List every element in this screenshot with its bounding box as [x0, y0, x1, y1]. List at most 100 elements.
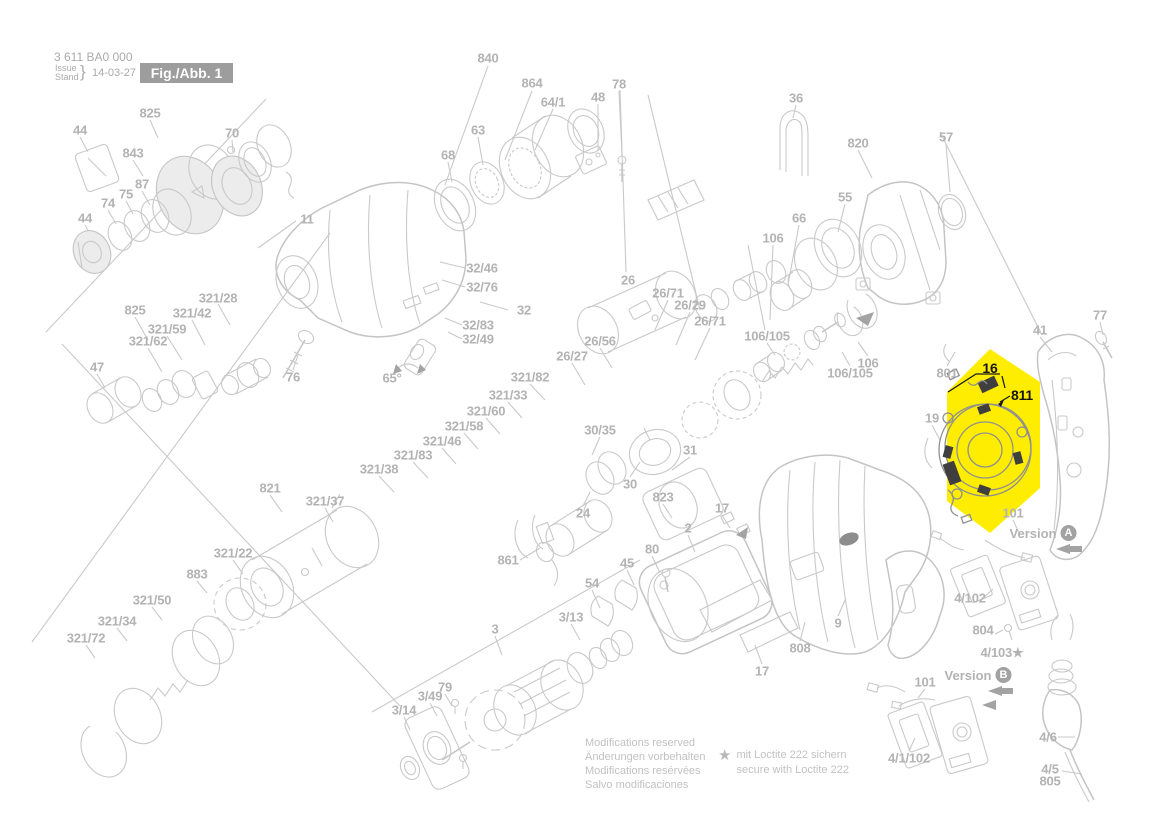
- part-label-811: 811: [1011, 387, 1033, 403]
- part-label-66: 66: [791, 210, 807, 226]
- part-label-74: 74: [100, 195, 116, 211]
- part-label-823: 823: [652, 489, 674, 505]
- part-label-54: 54: [584, 575, 600, 591]
- issue-brace: }: [80, 62, 86, 81]
- version-letter-circle: B: [995, 667, 1012, 683]
- part-label-26: 26: [620, 272, 636, 288]
- part-label-808: 808: [789, 640, 811, 656]
- part-label-825: 825: [139, 105, 161, 121]
- part-label-101: 101: [914, 674, 936, 690]
- part-label-26-56: 26/56: [584, 333, 616, 349]
- part-label-321-37: 321/37: [305, 493, 345, 509]
- part-label-321-83: 321/83: [393, 447, 433, 463]
- part-label-45: 45: [619, 555, 635, 571]
- part-label-840: 840: [477, 50, 499, 66]
- star-icon: ★: [718, 747, 732, 764]
- handle-cover: [1036, 330, 1113, 561]
- part-label-70: 70: [224, 125, 240, 141]
- document-number: 3 611 BA0 000: [54, 50, 133, 64]
- part-label-41: 41: [1032, 322, 1048, 338]
- chuck-parts: [72, 124, 295, 274]
- part-label-825: 825: [124, 302, 146, 318]
- part-label-3-13: 3/13: [558, 609, 584, 625]
- part-label-321-59: 321/59: [147, 321, 187, 337]
- part-label-44: 44: [77, 210, 93, 226]
- part-label-101: 101: [1002, 505, 1024, 521]
- part-label-805: 805: [1039, 773, 1061, 789]
- part-label-106: 106: [857, 355, 879, 371]
- brush-plate-assembly: [924, 343, 1034, 563]
- version-label: Version: [944, 667, 992, 683]
- part-label-32: 32: [516, 302, 532, 318]
- motor-housing: [699, 454, 945, 660]
- part-label-321-58: 321/58: [444, 418, 484, 434]
- crank-striker-cluster: [514, 427, 724, 587]
- part-label-68: 68: [440, 147, 456, 163]
- part-label-57: 57: [938, 129, 954, 145]
- part-label-30: 30: [622, 476, 638, 492]
- part-label-4-1-102: 4/1/102: [888, 750, 930, 766]
- part-label-321-50: 321/50: [132, 592, 172, 608]
- part-label-44: 44: [72, 122, 88, 138]
- highlight-region: [947, 349, 1040, 533]
- part-label-63: 63: [470, 122, 486, 138]
- part-label-843: 843: [122, 145, 144, 161]
- part-label-321-34: 321/34: [97, 613, 137, 629]
- part-label-30-35: 30/35: [584, 422, 616, 438]
- part-label-87: 87: [134, 176, 150, 192]
- part-label-861: 861: [497, 552, 519, 568]
- part-label-3-14: 3/14: [391, 702, 417, 718]
- part-label-55: 55: [837, 189, 853, 205]
- cable-assembly: [1042, 613, 1095, 803]
- part-label-65-: 65°: [382, 370, 402, 386]
- part-label-32-46: 32/46: [466, 260, 498, 276]
- part-label-79: 79: [437, 679, 453, 695]
- part-label-804: 804: [972, 622, 994, 638]
- part-label-26-29: 26/29: [674, 297, 706, 313]
- part-label-820: 820: [847, 135, 869, 151]
- part-label-16: 16: [982, 360, 998, 376]
- part-label-75: 75: [118, 186, 134, 202]
- part-label-106-105: 106/105: [827, 365, 873, 381]
- striker-pin-parts: [86, 357, 272, 424]
- spindle-bearing-cluster: [433, 108, 705, 232]
- part-label-77: 77: [1092, 307, 1108, 323]
- part-label-321-22: 321/22: [213, 545, 253, 561]
- part-label-24: 24: [575, 505, 591, 521]
- part-label-864: 864: [521, 75, 543, 91]
- hammer-barrel-cluster: [80, 493, 380, 778]
- part-label-19: 19: [924, 410, 940, 426]
- part-label-106: 106: [762, 230, 784, 246]
- part-label-11: 11: [300, 211, 314, 227]
- part-label-47: 47: [89, 359, 105, 375]
- part-label-26-27: 26/27: [556, 348, 588, 364]
- part-label-36: 36: [788, 90, 804, 106]
- issue-stand-label: Issue Stand: [55, 63, 79, 82]
- part-label-80: 80: [644, 541, 660, 557]
- part-label-78: 78: [611, 76, 627, 92]
- version-letter-circle: A: [1060, 525, 1077, 541]
- modifications-note: Modifications reserved Änderungen vorbeh…: [585, 737, 706, 791]
- part-label-4-5: 4/5: [1041, 761, 1059, 777]
- intermediate-shaft-cluster: [576, 260, 801, 439]
- percussion-flange-cluster: [761, 110, 967, 383]
- part-label-821: 821: [259, 480, 281, 496]
- version-label: Version: [1009, 525, 1057, 541]
- part-label-48: 48: [590, 89, 606, 105]
- switch-version-b: [866, 682, 1013, 775]
- part-label-321-72: 321/72: [66, 630, 106, 646]
- part-label-32-49: 32/49: [462, 331, 494, 347]
- part-label-31: 31: [682, 442, 698, 458]
- part-label-321-28: 321/28: [198, 290, 238, 306]
- construction-lines: [31, 65, 1043, 713]
- part-label-26-71: 26/71: [652, 285, 684, 301]
- part-label-2: 2: [684, 520, 692, 536]
- field-coil-cluster: [590, 511, 773, 655]
- part-label-9: 9: [834, 615, 842, 631]
- part-label-76: 76: [285, 369, 301, 385]
- part-label-321-42: 321/42: [172, 305, 212, 321]
